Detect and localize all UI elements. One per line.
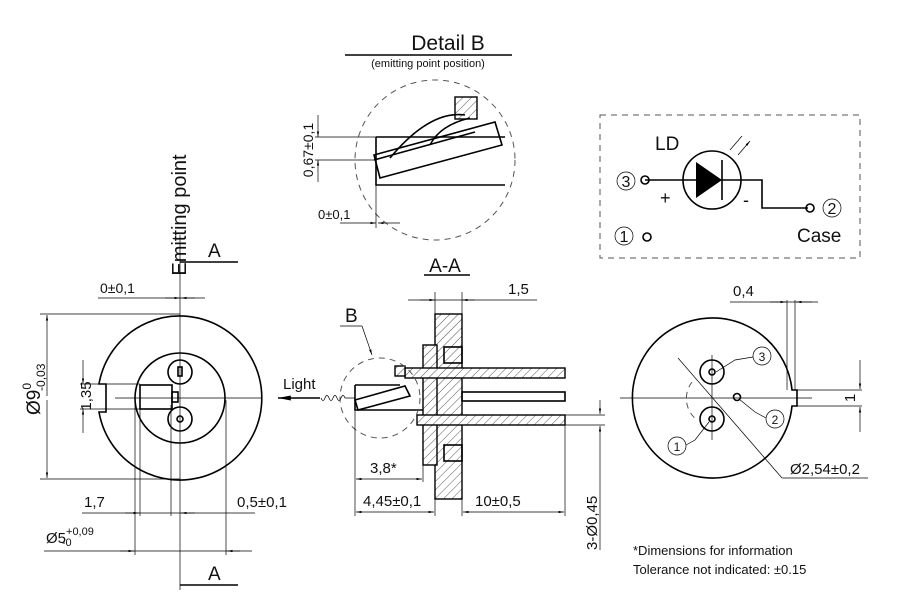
dim-0-5: 0,5±0,1 (237, 494, 287, 511)
dim-chip: 1,35 (78, 381, 95, 410)
pin1-label: 1 (620, 229, 629, 246)
dim-4-45: 4,45±0,1 (363, 493, 421, 510)
case-label: Case (797, 226, 841, 247)
rear-pin3-label: 3 (759, 350, 766, 364)
dim-pin-diameter: 3-Ø0,45 (584, 496, 601, 550)
rear-view: Ø2,54±0,2 3 2 1 0,4 1 (620, 283, 868, 479)
light-label: Light (283, 376, 316, 393)
detail-subtitle: (emitting point position) (371, 58, 485, 70)
detail-dim-height: 0,67±0,1 (300, 123, 316, 178)
section-a-a: A-A B Light 1,5 3,8* 4,45±0,1 10±0,5 3-Ø… (278, 256, 605, 550)
plus-label: + (660, 188, 671, 208)
dim-inner-diameter: Ø5+0,09-0 (46, 526, 94, 549)
detail-circle (354, 79, 516, 241)
notes: *Dimensions for information Tolerance no… (633, 543, 806, 577)
ld-label: LD (655, 134, 679, 155)
dim-notch-width: 0,4 (733, 283, 754, 300)
dim-center: 0±0,1 (100, 280, 135, 296)
detail-b-marker: B (345, 306, 358, 327)
dim-1-7: 1,7 (84, 494, 105, 511)
dim-pin-length: 10±0,5 (475, 493, 521, 510)
dim-3-8: 3,8* (370, 460, 397, 477)
dim-notch-height: 1 (842, 394, 859, 402)
detail-title: Detail B (411, 32, 485, 55)
minus-label: - (743, 190, 749, 210)
dim-pin-circle: Ø2,54±0,2 (790, 461, 860, 478)
pinout-schematic: LD + - 3 1 2 Case (599, 114, 861, 259)
dim-flange: 1,5 (508, 281, 529, 298)
rear-pin1-label: 1 (674, 440, 681, 454)
section-a-top: A (208, 241, 221, 262)
dim-outer-diameter: Ø90-0,03 (20, 363, 48, 415)
note-line-1: *Dimensions for information (633, 543, 793, 558)
note-line-2: Tolerance not indicated: ±0.15 (633, 562, 806, 577)
front-view: Emitting point A A 0±0,1 Ø90-0,03 1,35 1… (20, 154, 287, 590)
rear-pin2-label: 2 (772, 413, 779, 427)
detail-dim-offset: 0±0,1 (318, 207, 350, 222)
detail-b: Detail B (emitting point position) 0,67±… (300, 32, 516, 241)
pin2-label: 2 (828, 201, 837, 218)
section-title: A-A (429, 256, 461, 277)
emitting-point-label: Emitting point (169, 154, 191, 276)
section-a-bottom: A (208, 564, 221, 585)
pin3-label: 3 (622, 174, 631, 191)
